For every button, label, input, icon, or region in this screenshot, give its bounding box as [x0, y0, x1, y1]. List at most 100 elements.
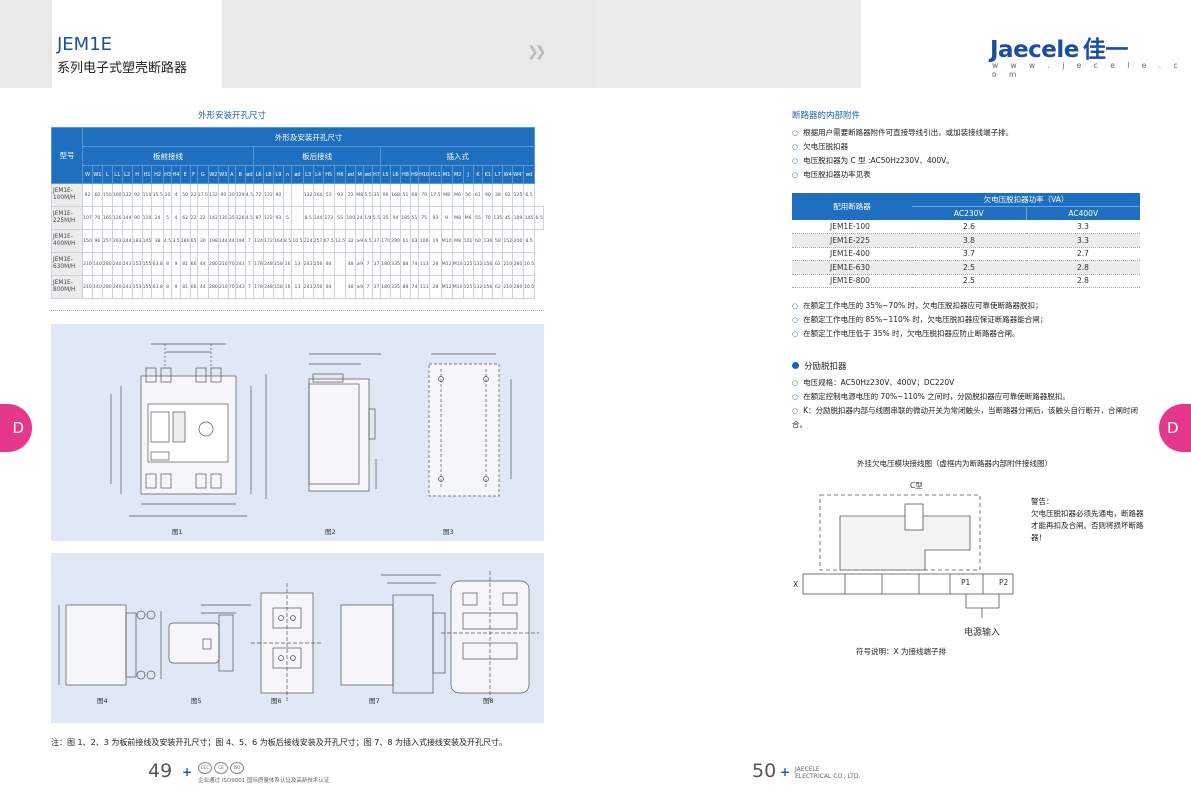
table-cell: 280	[207, 275, 219, 299]
table-cell: 55	[333, 206, 347, 230]
bullet-item: 在额定工作电压的 85%~110% 时，欠电压脱扣器应保证断路器能合闸；	[792, 313, 1047, 327]
product-title-en: JEM1E	[57, 34, 113, 55]
power-table-cell-ac230: 3.8	[912, 233, 1026, 248]
table-col-header: H1	[141, 165, 153, 184]
table-cell: 7	[244, 252, 255, 276]
bullet-item: 电压规格：AC50Hz230V、400V；DC220V	[792, 376, 1147, 390]
power-table-cell-ac230: 3.7	[912, 247, 1026, 261]
table-cell: 335	[390, 252, 401, 276]
bullet-dot-icon	[792, 362, 799, 369]
table-cell: 125	[462, 275, 474, 299]
table-col-header: M2	[451, 165, 464, 184]
table-cell: 243	[234, 275, 246, 299]
table-cell: 210	[217, 252, 229, 276]
table-cell: 178	[253, 252, 265, 276]
diagram-supply-label: 电源输入	[964, 628, 1001, 638]
intro-bullets: 根据用户需要断路器附件可直接导线引出，或加装接线端子排。欠电压脱扣器电压脱扣器为…	[792, 126, 1013, 182]
table-cell: 243	[302, 252, 314, 276]
table-cell: 132	[121, 183, 133, 207]
table-cell: ≥9	[355, 229, 365, 253]
section-tab-right[interactable]: D	[1159, 404, 1191, 452]
table-cell: 3.5	[171, 229, 181, 253]
table-cell: 70	[227, 252, 236, 276]
table-cell: 257	[312, 229, 324, 253]
table-cell: 290	[390, 229, 401, 253]
fig4-label: 图4	[97, 697, 108, 705]
power-table-cell-ac230: 2.6	[912, 220, 1026, 234]
table-cell: 38	[492, 183, 504, 207]
table-cell: M12	[440, 252, 453, 276]
table-cell: 280	[512, 252, 524, 276]
fig2-label: 图2	[325, 528, 336, 536]
table-cell: 280	[207, 252, 219, 276]
table-cell: 142	[207, 206, 219, 230]
table-cell: 256	[312, 275, 324, 299]
shunt-title: 分励脱扣器	[804, 362, 847, 372]
table-cell: 16	[282, 252, 293, 276]
table-model-cell: JEM1E-400M/H	[51, 229, 83, 253]
table-cell: 9	[440, 206, 453, 230]
table-cell: 244	[121, 229, 133, 253]
table-cell: 126	[234, 206, 246, 230]
table-cell: 88	[400, 275, 411, 299]
table-cell: 68	[409, 183, 419, 207]
power-table-ac400-header: AC400V	[1026, 206, 1140, 220]
table-cell: 51	[400, 183, 411, 207]
table-plugin-header: 插入式	[380, 146, 536, 166]
table-cell: 210	[502, 252, 514, 276]
table-cell: 79	[417, 183, 431, 207]
section-tab-left[interactable]: D	[0, 404, 32, 452]
power-table-cell-ac230: 2.5	[912, 274, 1026, 288]
table-cell: 30	[196, 229, 209, 253]
table-cell: 158	[272, 252, 284, 276]
table-cell: 55	[472, 206, 484, 230]
table-model-header: 型号	[51, 127, 83, 184]
table-cell: 81	[179, 252, 191, 276]
table-cell: 7	[244, 275, 255, 299]
wiring-diagram	[802, 494, 1014, 618]
after-bullets: 在额定工作电压的 35%~70% 时，欠电压脱扣器应可靠使断路器脱扣；在额定工作…	[792, 299, 1047, 341]
table-col-header: W	[82, 165, 93, 184]
table-cell: 90	[131, 206, 143, 230]
table-col-header: E	[179, 165, 191, 184]
table-col-header: L2	[121, 165, 133, 184]
table-cell: 10.5	[291, 229, 304, 253]
table-cell: 4.5	[244, 183, 255, 207]
table-cell: 61	[472, 183, 484, 207]
footer-cert-text: 企业通过 ISO9001 国际质量体系认证及高新技术认证	[198, 778, 330, 784]
table-cell: 28	[429, 275, 442, 299]
table-col-header: L8	[263, 165, 274, 184]
diagram-x: X	[793, 580, 799, 589]
table-cell: 70	[91, 206, 103, 230]
table-cell: 5	[282, 206, 293, 230]
table-cell: M6	[462, 206, 474, 230]
table-cell: 189	[512, 206, 524, 230]
table-cell: 155	[141, 252, 153, 276]
bullet-item: 根据用户需要断路器附件可直接导线引出，或加装接线端子排。	[792, 126, 1013, 140]
figure-panel-top: 图1 图2 图3	[51, 324, 544, 541]
fig8-label: 图8	[483, 697, 494, 705]
separator-line	[51, 310, 544, 311]
page-number-right: 50	[752, 760, 777, 782]
table-cell: 37	[371, 252, 382, 276]
table-cell: 90	[380, 183, 392, 207]
table-col-header: J	[462, 165, 474, 184]
table-cell: 124	[253, 229, 265, 253]
power-table: 配用断路器 欠电压脱扣器功率（VA） AC230V AC400V JEM1E-1…	[792, 193, 1140, 288]
table-cell: 335	[390, 275, 401, 299]
table-cell: 153	[131, 252, 143, 276]
table-cell	[291, 183, 304, 207]
table-cell: 70	[482, 206, 494, 230]
table-cell: 156	[482, 275, 494, 299]
table-cell: 8	[162, 252, 173, 276]
diagram-c-type: C型	[910, 481, 923, 490]
right-header-band	[596, 0, 1191, 88]
table-cell	[291, 206, 304, 230]
shunt-bullets: 电压规格：AC50Hz230V、400V；DC220V在额定控制电源电压的 70…	[792, 376, 1147, 432]
table-cell: 7	[363, 275, 373, 299]
table-cell: 63.8	[151, 275, 164, 299]
table-cell: 8.5	[302, 206, 314, 230]
table-cell: 165	[101, 206, 113, 230]
table-cell: 22	[196, 206, 209, 230]
table-cell: 84	[322, 275, 335, 299]
